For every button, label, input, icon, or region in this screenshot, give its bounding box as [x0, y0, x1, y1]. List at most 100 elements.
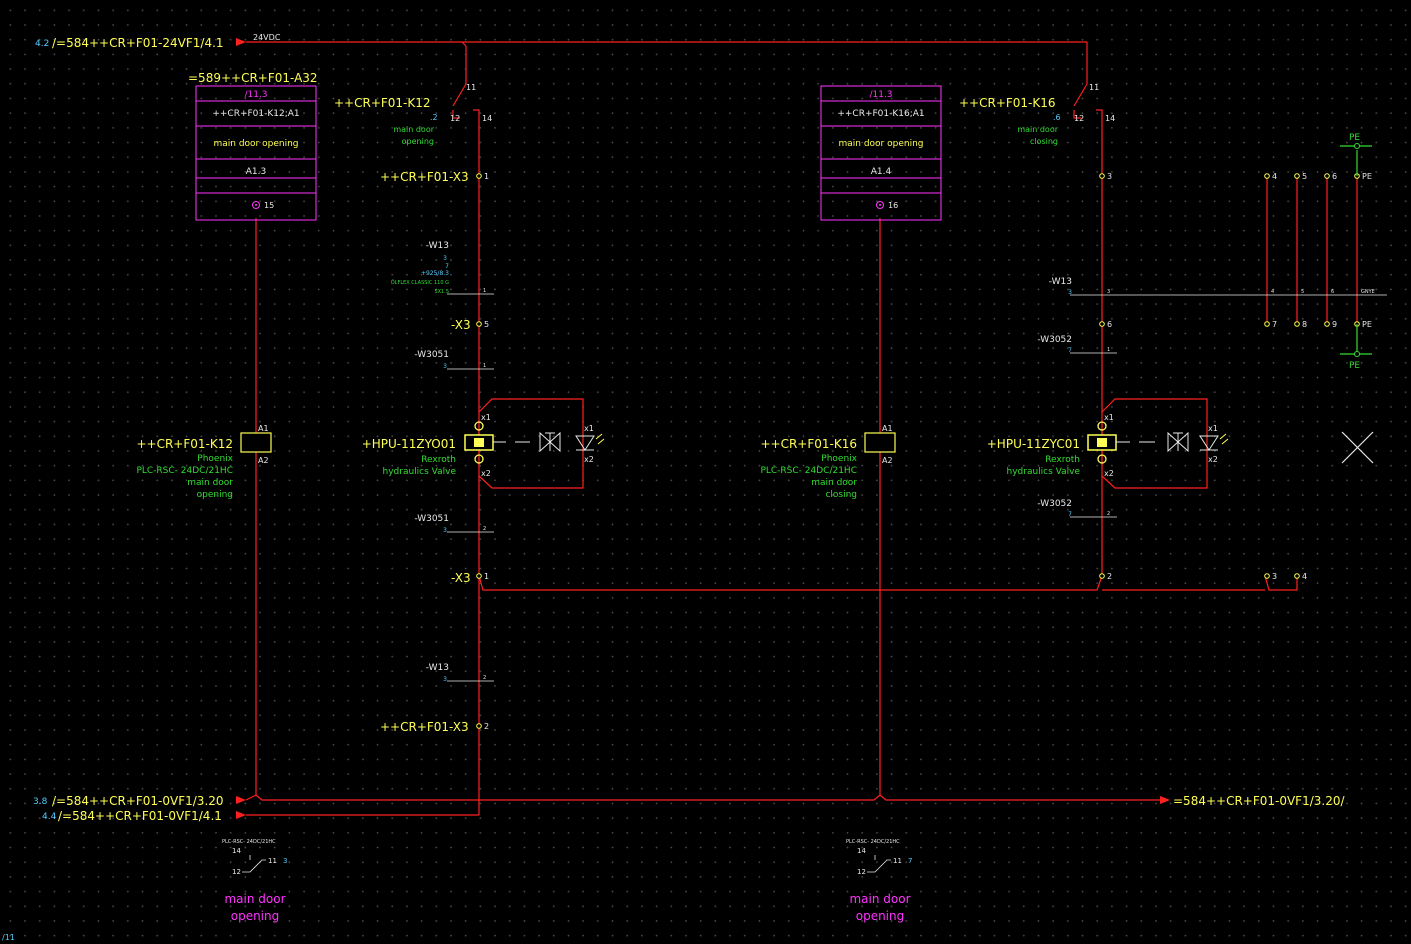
svg-text:=584++CR+F01-0VF1/3.20/: =584++CR+F01-0VF1/3.20/: [1173, 794, 1345, 808]
svg-text:PLC-RSC- 24DC/21HC: PLC-RSC- 24DC/21HC: [846, 839, 900, 845]
cables-left[interactable]: -W13 3 7 +925/8.3 ÖLFLEX CLASSIC 110 G 5…: [391, 241, 494, 683]
svg-text:3: 3: [1068, 289, 1072, 296]
svg-text:12: 12: [232, 868, 241, 876]
cables-right[interactable]: -W13 3 3 4 5 6 GNYE -W3052 7 1 -W3052 7 …: [1037, 277, 1387, 518]
svg-text:2: 2: [1107, 511, 1110, 517]
svg-text:5X1.5: 5X1.5: [434, 289, 449, 295]
svg-text:15: 15: [264, 201, 274, 210]
svg-text:8: 8: [1302, 320, 1307, 329]
svg-text:7: 7: [1068, 511, 1072, 518]
svg-text:3: 3: [1272, 572, 1277, 581]
svg-text:++CR+F01-X3: ++CR+F01-X3: [380, 720, 469, 734]
svg-text:1: 1: [1107, 347, 1110, 353]
svg-text:++CR+F01-K16;A1: ++CR+F01-K16;A1: [837, 109, 924, 119]
svg-text:hydraulics Valve: hydraulics Valve: [383, 467, 457, 477]
svg-text:main door: main door: [849, 892, 910, 906]
reference-in-0v-a[interactable]: 3.8 /=584++CR+F01-0VF1/3.20: [33, 794, 246, 808]
reference-out-0v[interactable]: =584++CR+F01-0VF1/3.20/: [1160, 794, 1345, 808]
svg-text:/=584++CR+F01-0VF1/4.1: /=584++CR+F01-0VF1/4.1: [58, 809, 222, 823]
svg-text:3.8: 3.8: [33, 797, 48, 807]
relay-tag: ++CR+F01-K12: [136, 437, 233, 451]
svg-text:x2: x2: [1208, 455, 1218, 464]
svg-text:1: 1: [483, 288, 486, 294]
svg-text:PE: PE: [1349, 133, 1360, 143]
svg-text:A1.3: A1.3: [246, 167, 266, 177]
relay-coil-a[interactable]: A1 A2 ++CR+F01-K12 Phoenix PLC-RSC- 24DC…: [136, 424, 272, 500]
svg-text:main door: main door: [187, 478, 233, 488]
svg-text:11: 11: [466, 83, 476, 92]
voltage-tag: 24VDC: [253, 33, 281, 42]
svg-text:2: 2: [483, 675, 486, 681]
svg-text:-X3: -X3: [451, 571, 471, 585]
svg-text:.6: .6: [1053, 113, 1061, 122]
relay-contact-a[interactable]: ++CR+F01-K12 11 12 14 .2 main door openi…: [334, 83, 492, 146]
reference-in-24v[interactable]: 4.2 /=584++CR+F01-24VF1/4.1 24VDC: [35, 33, 281, 50]
svg-text:7: 7: [1068, 347, 1072, 354]
svg-text:4: 4: [1272, 172, 1277, 181]
solenoid-valve-a[interactable]: x1 x2 x1 x2 +HPU-11ZYO01 Rexroth hydraul…: [362, 413, 605, 478]
svg-text:/11.3: /11.3: [244, 90, 267, 100]
svg-text:A1.4: A1.4: [871, 167, 892, 177]
plc-title: =589++CR+F01-A32: [188, 71, 318, 85]
contact-tag: ++CR+F01-K16: [959, 96, 1056, 110]
svg-text:x1: x1: [1208, 424, 1218, 433]
svg-text:+925/8.3: +925/8.3: [421, 270, 449, 277]
terminals-right[interactable]: 3 6 2 4 5 6 PE 7 8 9 PE 3 4: [1099, 172, 1372, 581]
svg-text:x1: x1: [584, 424, 594, 433]
reference-in-0v-b[interactable]: 4.4 /=584++CR+F01-0VF1/4.1: [42, 809, 246, 823]
svg-text:A1: A1: [258, 424, 269, 433]
contact-xref-b[interactable]: PLC-RSC- 24DC/21HC 14 12 11 7 main door …: [846, 839, 912, 923]
svg-text:PE: PE: [1362, 172, 1372, 181]
svg-text:9: 9: [1332, 320, 1337, 329]
svg-text:6: 6: [1331, 289, 1334, 295]
svg-text:12: 12: [1074, 114, 1084, 123]
plc-box-a[interactable]: =589++CR+F01-A32 /11.3 ++CR+F01-K12;A1 m…: [188, 71, 318, 221]
pe-bottom[interactable]: PE: [1340, 324, 1372, 371]
svg-text:x2: x2: [1104, 469, 1114, 478]
plc-box-b[interactable]: /11.3 ++CR+F01-K16;A1 main door opening …: [820, 85, 942, 221]
svg-text:7: 7: [1272, 320, 1277, 329]
svg-text:5: 5: [1302, 172, 1307, 181]
svg-text:-W3052: -W3052: [1037, 335, 1072, 345]
terminals-left[interactable]: ++CR+F01-X3 1 -X3 5 -X3 1 ++CR+F01-X3 2: [380, 170, 489, 734]
svg-text:/=584++CR+F01-0VF1/3.20: /=584++CR+F01-0VF1/3.20: [52, 794, 224, 808]
svg-text:3: 3: [1107, 289, 1110, 295]
svg-text:-W3052: -W3052: [1037, 499, 1072, 509]
svg-text:x1: x1: [481, 413, 491, 422]
svg-text:1: 1: [483, 363, 486, 369]
arrow-icon: [236, 811, 246, 819]
contact-xref-a[interactable]: PLC-RSC- 24DC/21HC 14 12 11 3 main door …: [222, 839, 287, 923]
svg-text:A2: A2: [258, 456, 269, 465]
svg-text:-W3051: -W3051: [414, 350, 449, 360]
arrow-icon: [236, 796, 246, 804]
svg-text:3: 3: [443, 363, 447, 370]
svg-text:Rexroth: Rexroth: [421, 455, 456, 465]
svg-text:.2: .2: [430, 113, 438, 122]
svg-text:-W13: -W13: [1049, 277, 1072, 287]
svg-text:14: 14: [857, 847, 866, 855]
relay-contact-b[interactable]: ++CR+F01-K16 11 12 14 .6 main door closi…: [959, 83, 1115, 146]
pe-top[interactable]: PE: [1340, 133, 1372, 176]
svg-text:PE: PE: [1362, 320, 1372, 329]
solenoid-valve-b[interactable]: x1 x2 x1 x2 +HPU-11ZYC01 Rexroth hydraul…: [987, 413, 1229, 478]
relay-coil-b[interactable]: A1 A2 ++CR+F01-K16 Phoenix PLC-RSC- 24DC…: [760, 424, 896, 500]
svg-text:main door: main door: [1017, 125, 1058, 134]
svg-text:-W13: -W13: [426, 241, 449, 251]
svg-text:main door: main door: [393, 125, 434, 134]
svg-text:14: 14: [1105, 114, 1115, 123]
svg-text:1: 1: [484, 172, 489, 181]
arrow-icon: [236, 38, 246, 46]
svg-text:6: 6: [1107, 320, 1112, 329]
svg-text:opening: opening: [197, 490, 233, 500]
svg-text:closing: closing: [825, 490, 857, 500]
svg-text:Phoenix: Phoenix: [197, 454, 233, 464]
svg-text:/11.3: /11.3: [869, 90, 892, 100]
svg-text:A1: A1: [882, 424, 893, 433]
svg-text:A2: A2: [882, 456, 893, 465]
svg-text:3: 3: [1107, 172, 1112, 181]
svg-text:-W3051: -W3051: [414, 514, 449, 524]
svg-text:1: 1: [484, 572, 489, 581]
svg-text:11: 11: [1089, 83, 1099, 92]
